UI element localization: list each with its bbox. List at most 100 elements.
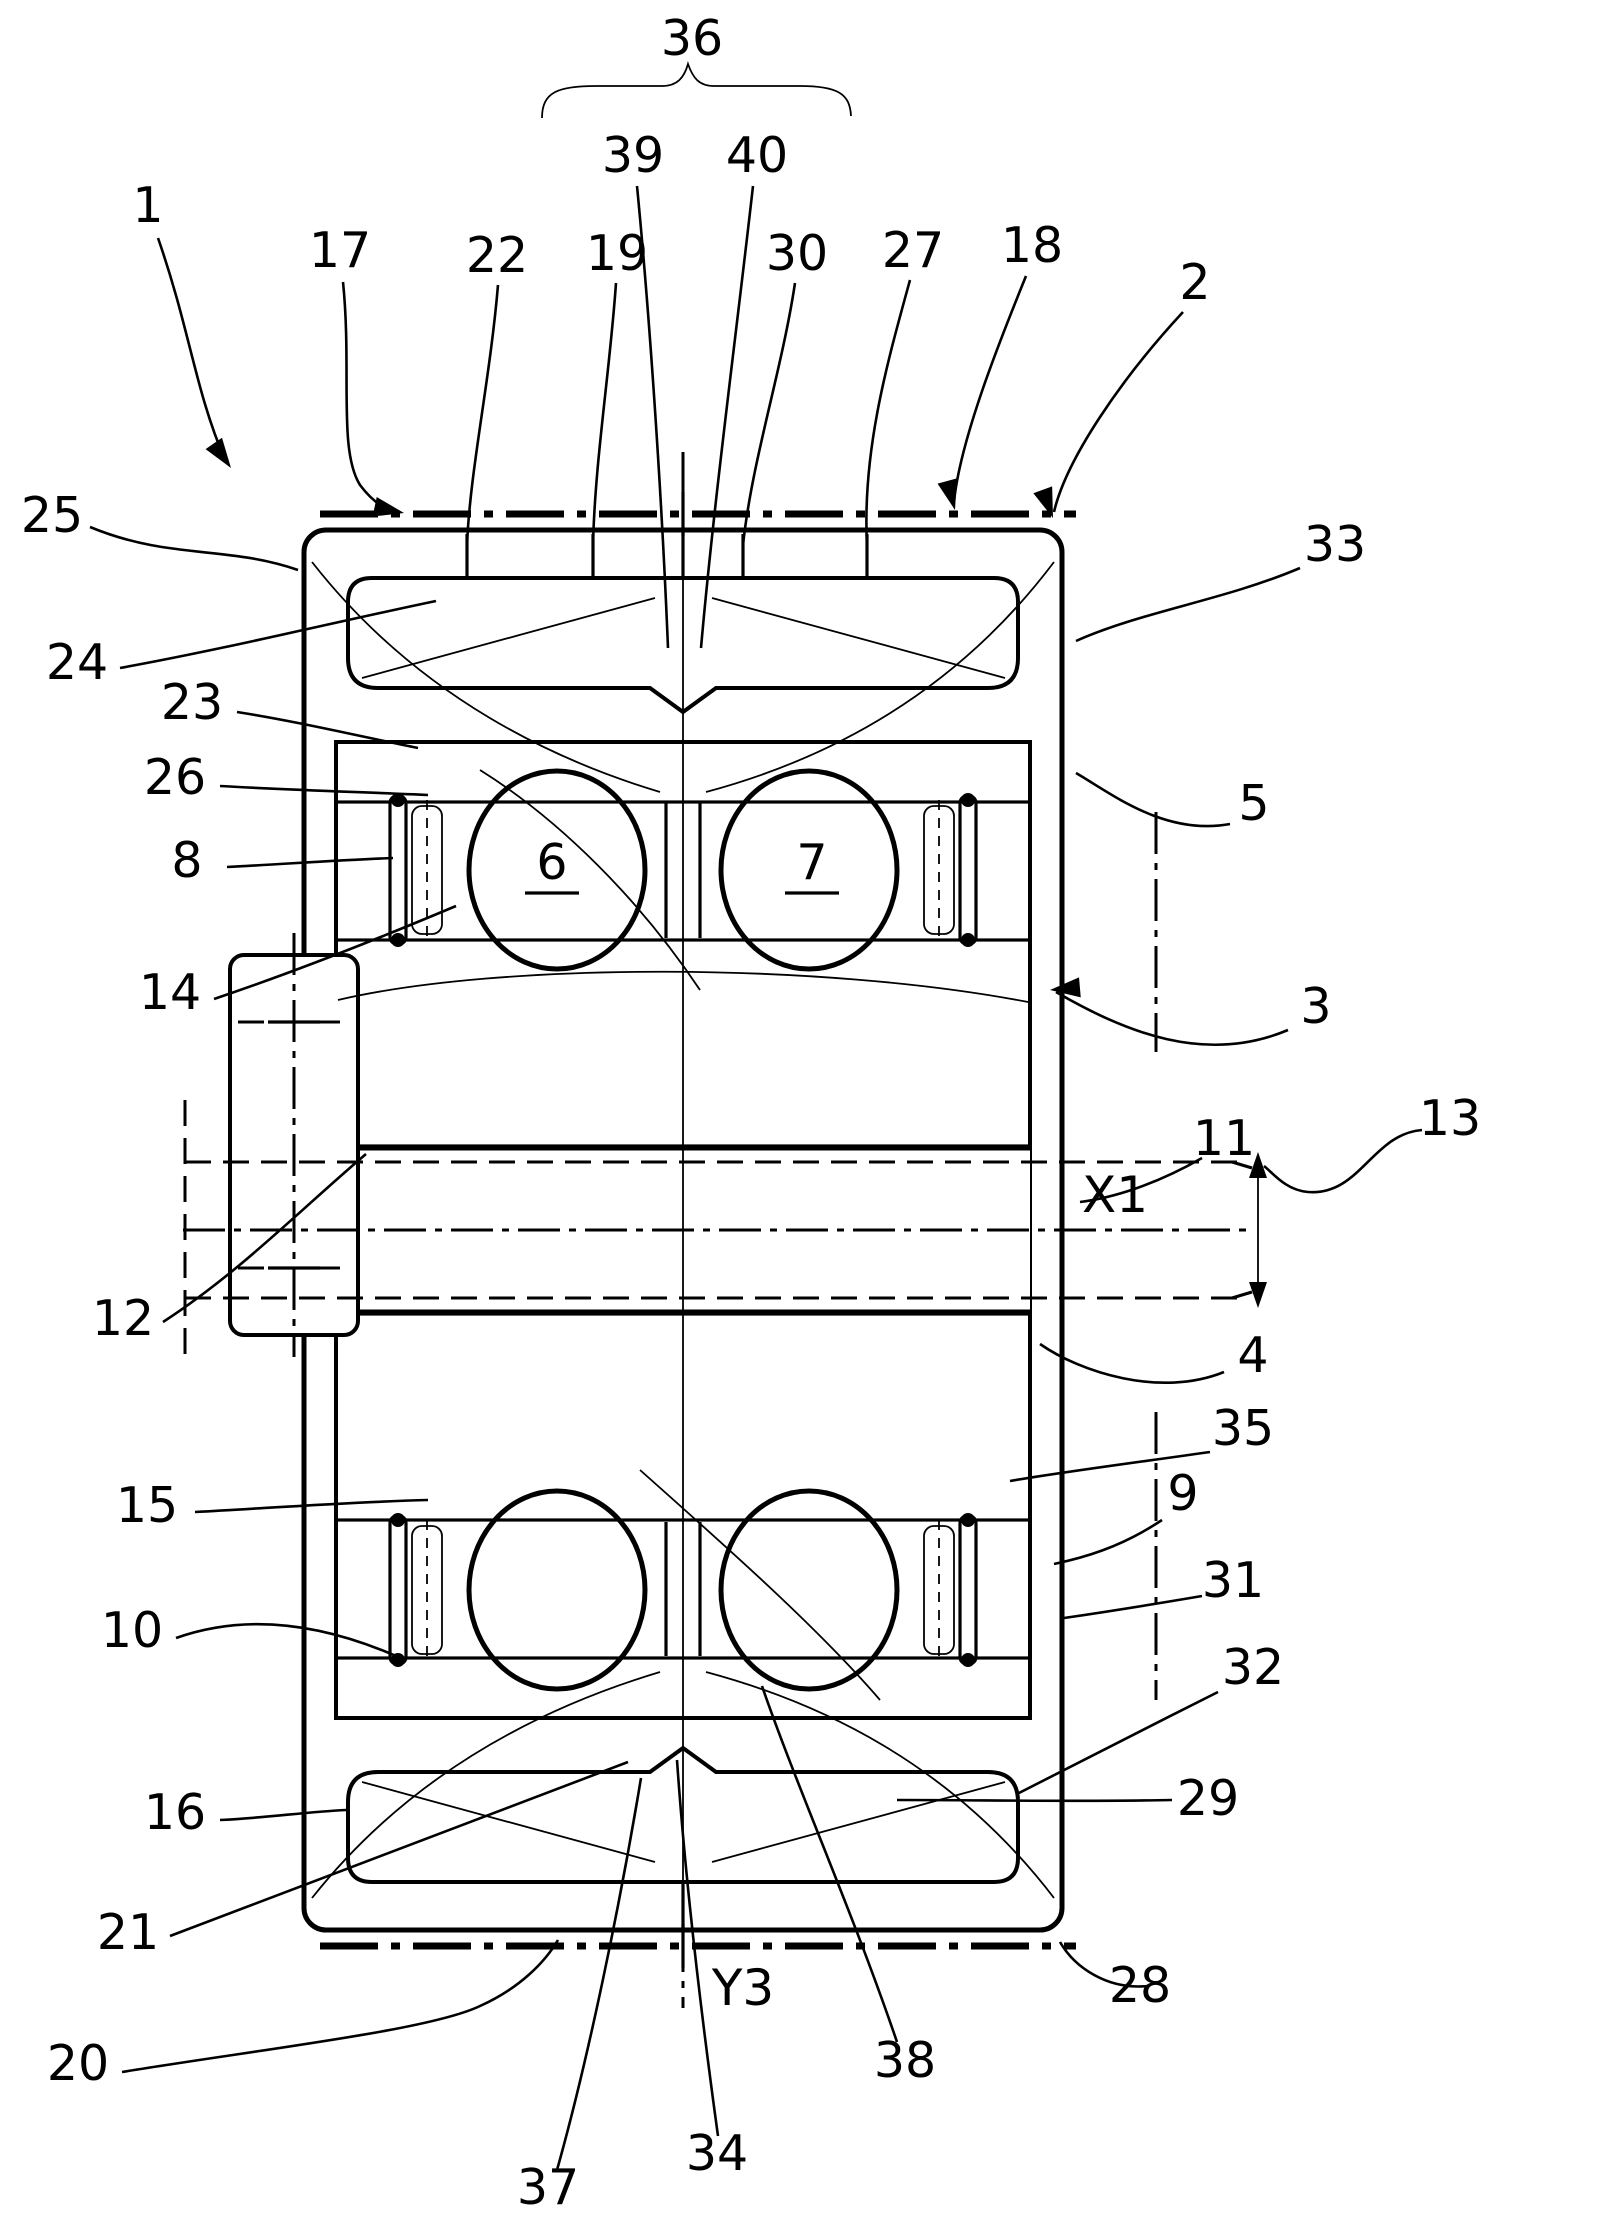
leader-37	[555, 1777, 643, 2171]
ref-label-9: 9	[1167, 1465, 1198, 1522]
leader-1	[156, 237, 227, 461]
leader-32	[1016, 1690, 1219, 1796]
cage-bridge-upper	[664, 802, 702, 938]
leader-39	[635, 185, 670, 649]
ref-label-12: 12	[92, 1290, 154, 1347]
leader-33	[1075, 566, 1301, 643]
leader-3	[1055, 990, 1289, 1047]
leader-5	[1075, 771, 1231, 828]
leader-18	[952, 275, 1028, 503]
leader-19	[591, 282, 618, 546]
leader-21	[169, 1760, 629, 1938]
shaft-phantom	[183, 1100, 1267, 1360]
ref-label-38: 38	[874, 2032, 936, 2089]
leader-17	[341, 281, 398, 514]
leader-24	[119, 599, 437, 670]
ref-label-1: 1	[132, 177, 163, 234]
ref-label-5: 5	[1238, 775, 1269, 832]
seal-lower-right	[923, 1513, 978, 1667]
leader-arrow-3	[1050, 977, 1081, 998]
web-contour-lines	[311, 561, 1055, 1899]
ref-label-4: 4	[1237, 1327, 1268, 1384]
ref-label-39: 39	[602, 127, 664, 184]
bearing-ball-6	[466, 768, 648, 972]
leader-23	[236, 710, 419, 750]
ref-label-3: 3	[1300, 978, 1331, 1035]
ref-label-2: 2	[1179, 254, 1210, 311]
ref-label-22: 22	[466, 227, 528, 284]
leader-10	[175, 1622, 406, 1662]
leader-38	[760, 1685, 899, 2043]
leader-35	[1009, 1450, 1211, 1483]
ref-label-Y3: Y3	[711, 1959, 774, 2017]
ref-label-28: 28	[1109, 1957, 1171, 2014]
ref-label-35: 35	[1212, 1400, 1274, 1457]
bearing-ball-lower-right	[718, 1488, 900, 1692]
ref-label-26: 26	[144, 749, 206, 806]
leader-40	[699, 185, 755, 649]
leader-26	[219, 784, 429, 797]
ref-label-17: 17	[309, 222, 371, 279]
ref-label-36: 36	[661, 10, 723, 67]
leader-9	[1053, 1518, 1163, 1566]
ref-label-20: 20	[47, 2035, 109, 2092]
ref-label-32: 32	[1222, 1639, 1284, 1696]
leader-16	[219, 1808, 347, 1822]
ref-label-31: 31	[1202, 1552, 1264, 1609]
ref-label-10: 10	[101, 1602, 163, 1659]
leader-14	[213, 904, 457, 1001]
leader-25	[89, 525, 299, 572]
ref-label-16: 16	[144, 1784, 206, 1841]
ref-label-23: 23	[161, 674, 223, 731]
ref-label-29: 29	[1177, 1770, 1239, 1827]
leader-13	[1263, 1128, 1423, 1194]
ref-label-19: 19	[586, 225, 648, 282]
ref-label-37: 37	[517, 2159, 579, 2216]
leader-34	[675, 1759, 720, 2137]
rim-seam-lines	[465, 532, 869, 1928]
ref-label-13: 13	[1419, 1090, 1481, 1147]
leader-15	[194, 1498, 429, 1514]
leader-22	[465, 284, 500, 546]
ref-label-15: 15	[116, 1477, 178, 1534]
ref-label-X1: X1	[1082, 1166, 1148, 1224]
fastening-lug	[228, 933, 360, 1357]
ref-label-6: 6	[536, 834, 567, 891]
leader-20	[121, 1939, 560, 2074]
bearing-ball-lower-left	[466, 1488, 648, 1692]
leader-arrow-2	[1033, 486, 1053, 518]
ref-label-24: 24	[46, 634, 108, 691]
ref-label-25: 25	[21, 487, 83, 544]
ref-label-27: 27	[882, 222, 944, 279]
leader-29	[896, 1798, 1173, 1803]
ref-label-21: 21	[97, 1904, 159, 1961]
seal-upper-left	[388, 793, 443, 947]
ref-label-14: 14	[139, 964, 201, 1021]
leader-30	[741, 282, 797, 546]
brace-36	[541, 61, 852, 119]
ref-label-7: 7	[796, 834, 827, 891]
leader-2	[1052, 311, 1184, 513]
leader-arrow-1	[205, 437, 231, 468]
ref-label-11: 11	[1193, 1110, 1255, 1167]
leader-31	[1063, 1594, 1203, 1620]
leader-28	[1058, 1941, 1149, 1988]
cage-bridge-lower	[664, 1522, 702, 1656]
leader-11	[1079, 1156, 1203, 1204]
bearing-ball-7	[718, 768, 900, 972]
ref-label-33: 33	[1304, 516, 1366, 573]
seal-lower-left	[388, 1513, 443, 1667]
ref-label-40: 40	[726, 127, 788, 184]
ref-label-8: 8	[171, 832, 202, 889]
leader-27	[865, 279, 912, 546]
ref-label-30: 30	[766, 225, 828, 282]
leader-arrow-17	[372, 496, 404, 517]
leader-12	[162, 1153, 367, 1324]
seal-upper-right	[923, 793, 978, 947]
leader-4	[1039, 1342, 1225, 1384]
leader-8	[226, 856, 394, 869]
ref-label-34: 34	[686, 2125, 748, 2182]
leader-arrow-18	[937, 478, 957, 510]
